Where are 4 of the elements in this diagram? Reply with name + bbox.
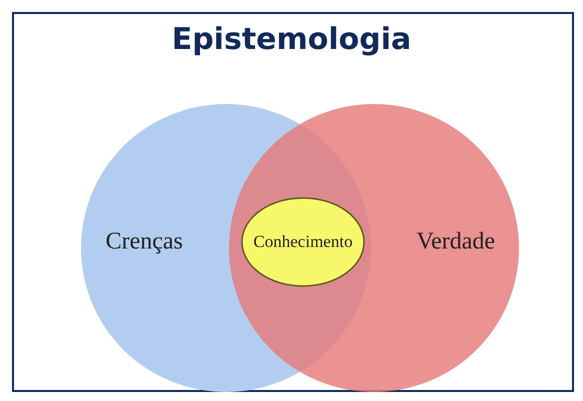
venn-label: Conhecimento bbox=[253, 232, 353, 252]
venn-label: Crenças bbox=[106, 228, 183, 256]
venn-label: Verdade bbox=[416, 228, 496, 256]
title: Epistemologia bbox=[170, 22, 412, 57]
